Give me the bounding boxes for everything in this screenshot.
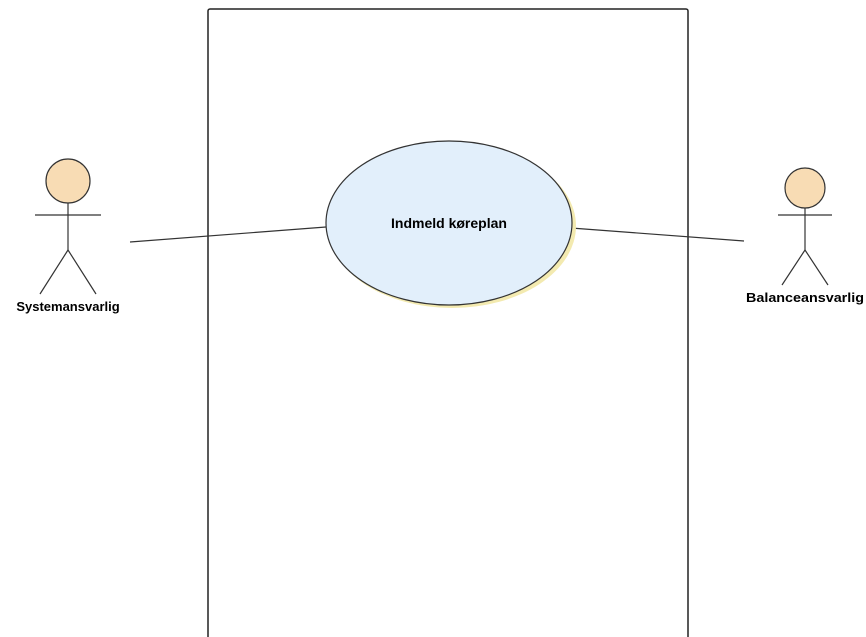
use-case-label: Indmeld køreplan	[391, 215, 507, 231]
actor-balanceansvarlig[interactable]: Balanceansvarlig	[746, 167, 864, 305]
use-case-indmeld-koereplan[interactable]: Indmeld køreplan	[325, 140, 576, 308]
association-right[interactable]	[570, 227, 745, 242]
actor-right-leg	[67, 249, 97, 295]
actor-left-leg	[39, 249, 69, 295]
actor-head	[784, 167, 826, 209]
actor-label: Balanceansvarlig	[746, 290, 864, 305]
actor-systemansvarlig[interactable]: Systemansvarlig	[16, 158, 120, 314]
actor-head	[45, 158, 91, 204]
actor-right-leg	[804, 249, 829, 286]
association-left[interactable]	[129, 226, 327, 243]
actor-label: Systemansvarlig	[16, 299, 119, 314]
actor-left-leg	[781, 249, 806, 286]
use-case-ellipse[interactable]	[325, 140, 573, 306]
system-boundary[interactable]	[207, 8, 689, 637]
